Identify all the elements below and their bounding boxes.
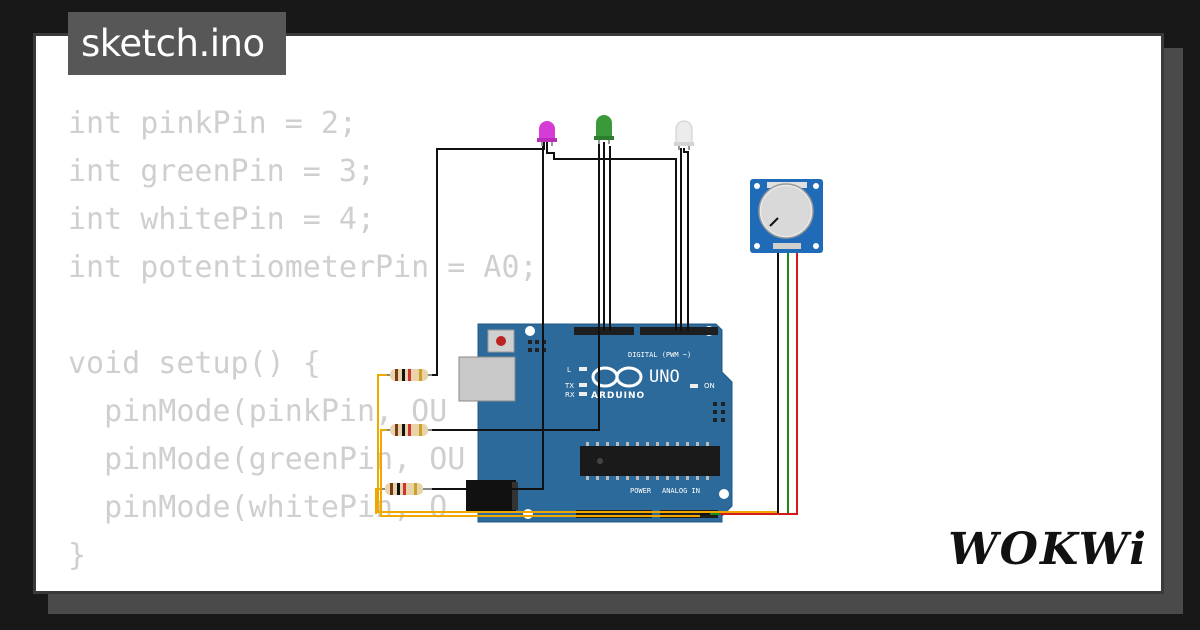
resistor-2[interactable] [383,424,437,436]
code-line: int greenPin = 3; [68,154,376,189]
led-green[interactable] [594,115,614,144]
code-line: int potentiometerPin = A0; [68,250,538,285]
tx-led-label: TX [564,382,574,390]
potentiometer[interactable] [750,179,823,253]
code-line: int pinkPin = 2; [68,106,357,141]
ground-wire [375,374,778,517]
board-brand-label: ARDUINO [591,391,645,401]
code-line: int whitePin = 4; [68,202,376,237]
resistor-1[interactable] [383,369,437,381]
l-led-label: L [567,366,571,374]
code-line: pinMode(pinkPin, OU [68,394,448,429]
code-line: pinMode(greenPin, OU [68,442,466,477]
arduino-logo-icon [591,366,643,388]
rx-led-label: RX [565,391,575,399]
led-pink[interactable] [537,121,557,146]
sketch-title[interactable]: sketch.ino [68,12,286,75]
resistor-3[interactable] [378,483,432,495]
potentiometer-wires [700,248,798,515]
code-background: int pinkPin = 2; int greenPin = 3; int whi… [68,100,538,580]
led-white[interactable] [674,120,694,150]
power-header-label: POWER [630,487,652,495]
arduino-uno-board[interactable]: UNO ARDUINO DIGITAL (PWM ~) POWER ANALOG… [458,323,733,523]
digital-header-label: DIGITAL (PWM ~) [628,351,691,359]
wokwi-logo: WOKWi [948,524,1148,575]
led-wires [432,142,689,490]
board-model-label: UNO [649,367,680,387]
code-line: pinMode(whitePin, O [68,490,448,525]
analog-header-label: ANALOG IN [662,487,700,495]
code-line: } [68,538,87,573]
code-line: void setup() { [68,346,321,381]
on-led-label: ON [704,382,715,390]
